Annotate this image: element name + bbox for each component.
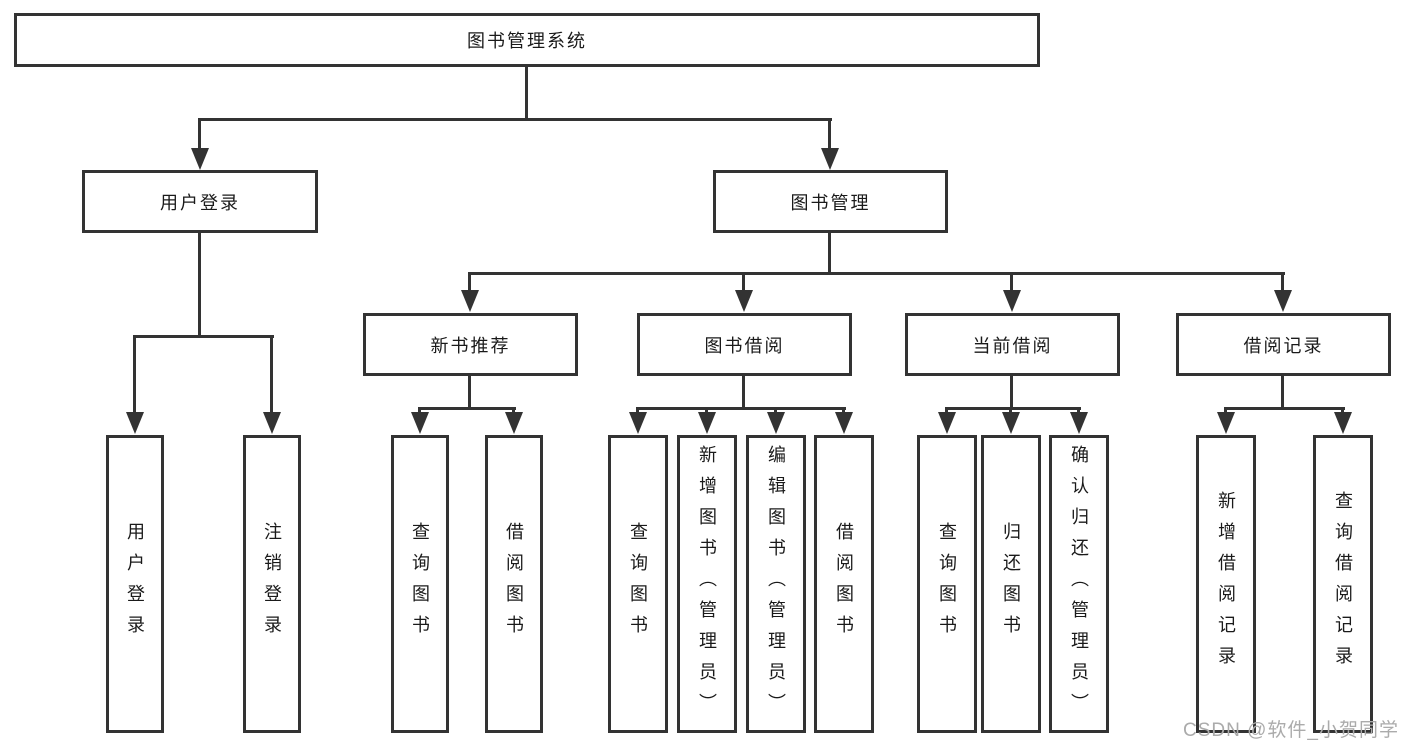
connector-stem-borrow-records: [1281, 272, 1284, 292]
node-label: 新增图书（管理员）: [697, 444, 717, 724]
node-label: 查询借阅记录: [1333, 491, 1353, 677]
connector-stem: [842, 407, 845, 414]
arrow-down-icon: [411, 412, 429, 434]
arrow-down-icon: [1274, 290, 1292, 312]
node-label: 图书管理: [790, 192, 871, 213]
leaf-query-borrow-record: 查询借阅记录: [1313, 435, 1373, 733]
node-label: 编辑图书（管理员）: [766, 444, 786, 724]
node-label: 查询图书: [410, 522, 430, 646]
connector-stem-current-borrow: [1010, 272, 1013, 292]
arrow-down-icon: [821, 148, 839, 170]
connector-user-login-stem: [198, 233, 201, 335]
connector-stem: [1009, 407, 1012, 414]
connector-stem: [1341, 407, 1344, 414]
leaf-borrow-books-recommend: 借阅图书: [485, 435, 543, 733]
arrow-down-icon: [835, 412, 853, 434]
connector-borrow-records-stem: [1281, 376, 1284, 407]
node-label: 图书借阅: [704, 335, 785, 356]
node-label: 注销登录: [262, 522, 282, 646]
connector-book-management-stem: [828, 233, 831, 272]
connector-borrow-records-bar: [1224, 407, 1345, 410]
leaf-add-books-admin: 新增图书（管理员）: [677, 435, 737, 733]
connector-stem: [1077, 407, 1080, 414]
connector-stem: [418, 407, 421, 414]
leaf-confirm-return-admin: 确认归还（管理员）: [1049, 435, 1109, 733]
connector-stem: [945, 407, 948, 414]
arrow-down-icon: [263, 412, 281, 434]
leaf-logout: 注销登录: [243, 435, 301, 733]
connector-stem-new-book: [468, 272, 471, 292]
arrow-down-icon: [191, 148, 209, 170]
connector-stem-leaf-logout: [270, 335, 273, 414]
connector-stem: [1224, 407, 1227, 414]
node-label: 新增借阅记录: [1216, 491, 1236, 677]
leaf-query-books: 查询图书: [608, 435, 668, 733]
node-label: 当前借阅: [972, 335, 1053, 356]
connector-book-borrow-stem: [742, 376, 745, 407]
connector-new-book-bar: [418, 407, 516, 410]
connector-stem: [636, 407, 639, 414]
connector-book-borrow-bar: [636, 407, 846, 410]
leaf-return-books: 归还图书: [981, 435, 1041, 733]
arrow-down-icon: [735, 290, 753, 312]
connector-stem: [705, 407, 708, 414]
node-label: 查询图书: [628, 522, 648, 646]
connector-current-borrow-bar: [945, 407, 1081, 410]
connector-stem: [774, 407, 777, 414]
leaf-query-books-recommend: 查询图书: [391, 435, 449, 733]
node-label: 新书推荐: [430, 335, 511, 356]
watermark: CSDN @软件_小贺同学: [1183, 720, 1399, 741]
node-label: 用户登录: [160, 192, 240, 213]
arrow-down-icon: [1334, 412, 1352, 434]
node-library-management-system: 图书管理系统: [14, 13, 1040, 67]
leaf-borrow-books: 借阅图书: [814, 435, 874, 733]
node-label: 查询图书: [937, 522, 957, 646]
leaf-edit-books-admin: 编辑图书（管理员）: [746, 435, 806, 733]
arrow-down-icon: [126, 412, 144, 434]
node-label: 归还图书: [1001, 522, 1021, 646]
connector-stem-book-management: [828, 118, 831, 150]
node-label: 借阅记录: [1243, 335, 1324, 356]
leaf-user-login: 用户登录: [106, 435, 164, 733]
arrow-down-icon: [1002, 412, 1020, 434]
node-label: 借阅图书: [834, 522, 854, 646]
node-label: 借阅图书: [504, 522, 524, 646]
node-current-borrow: 当前借阅: [905, 313, 1120, 376]
arrow-down-icon: [767, 412, 785, 434]
arrow-down-icon: [698, 412, 716, 434]
node-label: 用户登录: [125, 522, 145, 646]
connector-root-bar: [198, 118, 832, 121]
connector-book-management-bar: [468, 272, 1285, 275]
arrow-down-icon: [505, 412, 523, 434]
node-book-borrow: 图书借阅: [637, 313, 852, 376]
arrow-down-icon: [461, 290, 479, 312]
node-label: 图书管理系统: [467, 31, 587, 51]
connector-stem-book-borrow: [742, 272, 745, 292]
connector-user-login-bar: [133, 335, 274, 338]
leaf-query-books-current: 查询图书: [917, 435, 977, 733]
connector-stem-user-login: [198, 118, 201, 150]
connector-new-book-stem: [468, 376, 471, 407]
connector-root-stem: [525, 67, 528, 118]
connector-current-borrow-stem: [1010, 376, 1013, 407]
arrow-down-icon: [1003, 290, 1021, 312]
node-book-management: 图书管理: [713, 170, 948, 233]
leaf-add-borrow-record: 新增借阅记录: [1196, 435, 1256, 733]
connector-stem: [512, 407, 515, 414]
arrow-down-icon: [1217, 412, 1235, 434]
connector-stem-leaf-user-login: [133, 335, 136, 414]
arrow-down-icon: [938, 412, 956, 434]
node-borrow-records: 借阅记录: [1176, 313, 1391, 376]
node-user-login: 用户登录: [82, 170, 318, 233]
arrow-down-icon: [629, 412, 647, 434]
node-new-book-recommend: 新书推荐: [363, 313, 578, 376]
node-label: 确认归还（管理员）: [1069, 444, 1089, 724]
arrow-down-icon: [1070, 412, 1088, 434]
